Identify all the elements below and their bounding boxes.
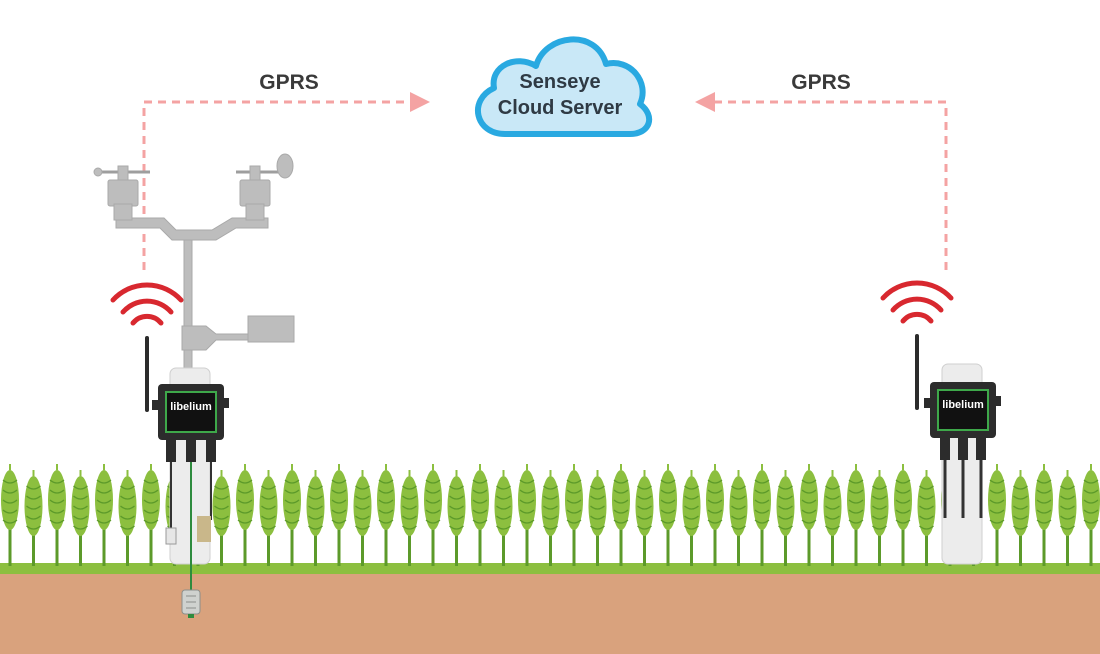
arrow-right-icon [410,92,430,112]
wheat-crop-icon [753,464,771,566]
wheat-crop-icon [659,464,677,566]
wheat-crop-icon [917,470,936,566]
wheat-crop-icon [1,464,19,566]
wheat-crop-icon [118,470,137,566]
soil-ground [0,572,1100,654]
wheat-crop-icon [353,470,372,566]
wheat-crop-icon [24,470,43,566]
wheat-crop-icon [400,470,419,566]
wheat-crop-icon [48,464,66,566]
wheat-crop-icon [377,464,395,566]
wheat-crop-icon [1058,470,1077,566]
wheat-crop-icon [471,464,489,566]
wheat-crop-icon [776,470,795,566]
soil-probe-icon [181,589,201,618]
wheat-crop-icon [330,464,348,566]
wheat-crop-icon [494,470,513,566]
sensor-cables-left [170,462,212,530]
sensor-small-left [165,527,177,545]
wheat-crop-icon [259,470,278,566]
wheat-crop-icon [823,470,842,566]
wheat-crop-icon [142,464,160,566]
device-brand-left: libelium [170,401,212,413]
wheat-crop-icon [847,464,865,566]
wheat-crop-icon [565,464,583,566]
sensor-cables-right [943,460,983,518]
wheat-crop-icon [706,464,724,566]
gprs-link-right [712,100,948,270]
sensor-node-left: libelium [152,384,229,462]
wheat-crop-icon [635,470,654,566]
wheat-crop-icon [588,470,607,566]
cloud-icon [475,36,653,137]
wheat-crop-icon [1035,464,1053,566]
wheat-crop-icon [71,470,90,566]
gprs-link-left [142,100,412,270]
wifi-signal-icon [110,282,184,326]
wheat-crop-icon [306,470,325,566]
wheat-crop-row [1,464,1100,566]
weather-station-icon [93,153,295,373]
cloud-title-line1: Senseye [519,71,600,93]
sensor-node-right: libelium [924,382,1001,460]
cloud-title-line2: Cloud Server [498,97,623,119]
wheat-crop-icon [729,470,748,566]
sensor-box-left [197,516,211,542]
gprs-label-right: GPRS [791,71,851,94]
wheat-crop-icon [283,464,301,566]
wheat-crop-icon [894,464,912,566]
wheat-crop-icon [682,470,701,566]
gprs-label-left: GPRS [259,71,319,94]
wheat-crop-icon [870,470,889,566]
wheat-crop-icon [518,464,536,566]
wheat-crop-icon [541,470,560,566]
grass-strip [0,563,1100,574]
wheat-crop-icon [612,464,630,566]
wheat-crop-icon [212,470,231,566]
wheat-crop-icon [424,464,442,566]
wheat-crop-icon [1011,470,1030,566]
wheat-crop-icon [1082,464,1100,566]
wheat-crop-icon [95,464,113,566]
wheat-crop-icon [236,464,254,566]
arrow-left-icon [695,92,715,112]
device-brand-right: libelium [942,399,984,411]
wheat-crop-icon [988,464,1006,566]
wheat-crop-icon [800,464,818,566]
wifi-signal-icon [880,280,954,324]
wheat-crop-icon [447,470,466,566]
